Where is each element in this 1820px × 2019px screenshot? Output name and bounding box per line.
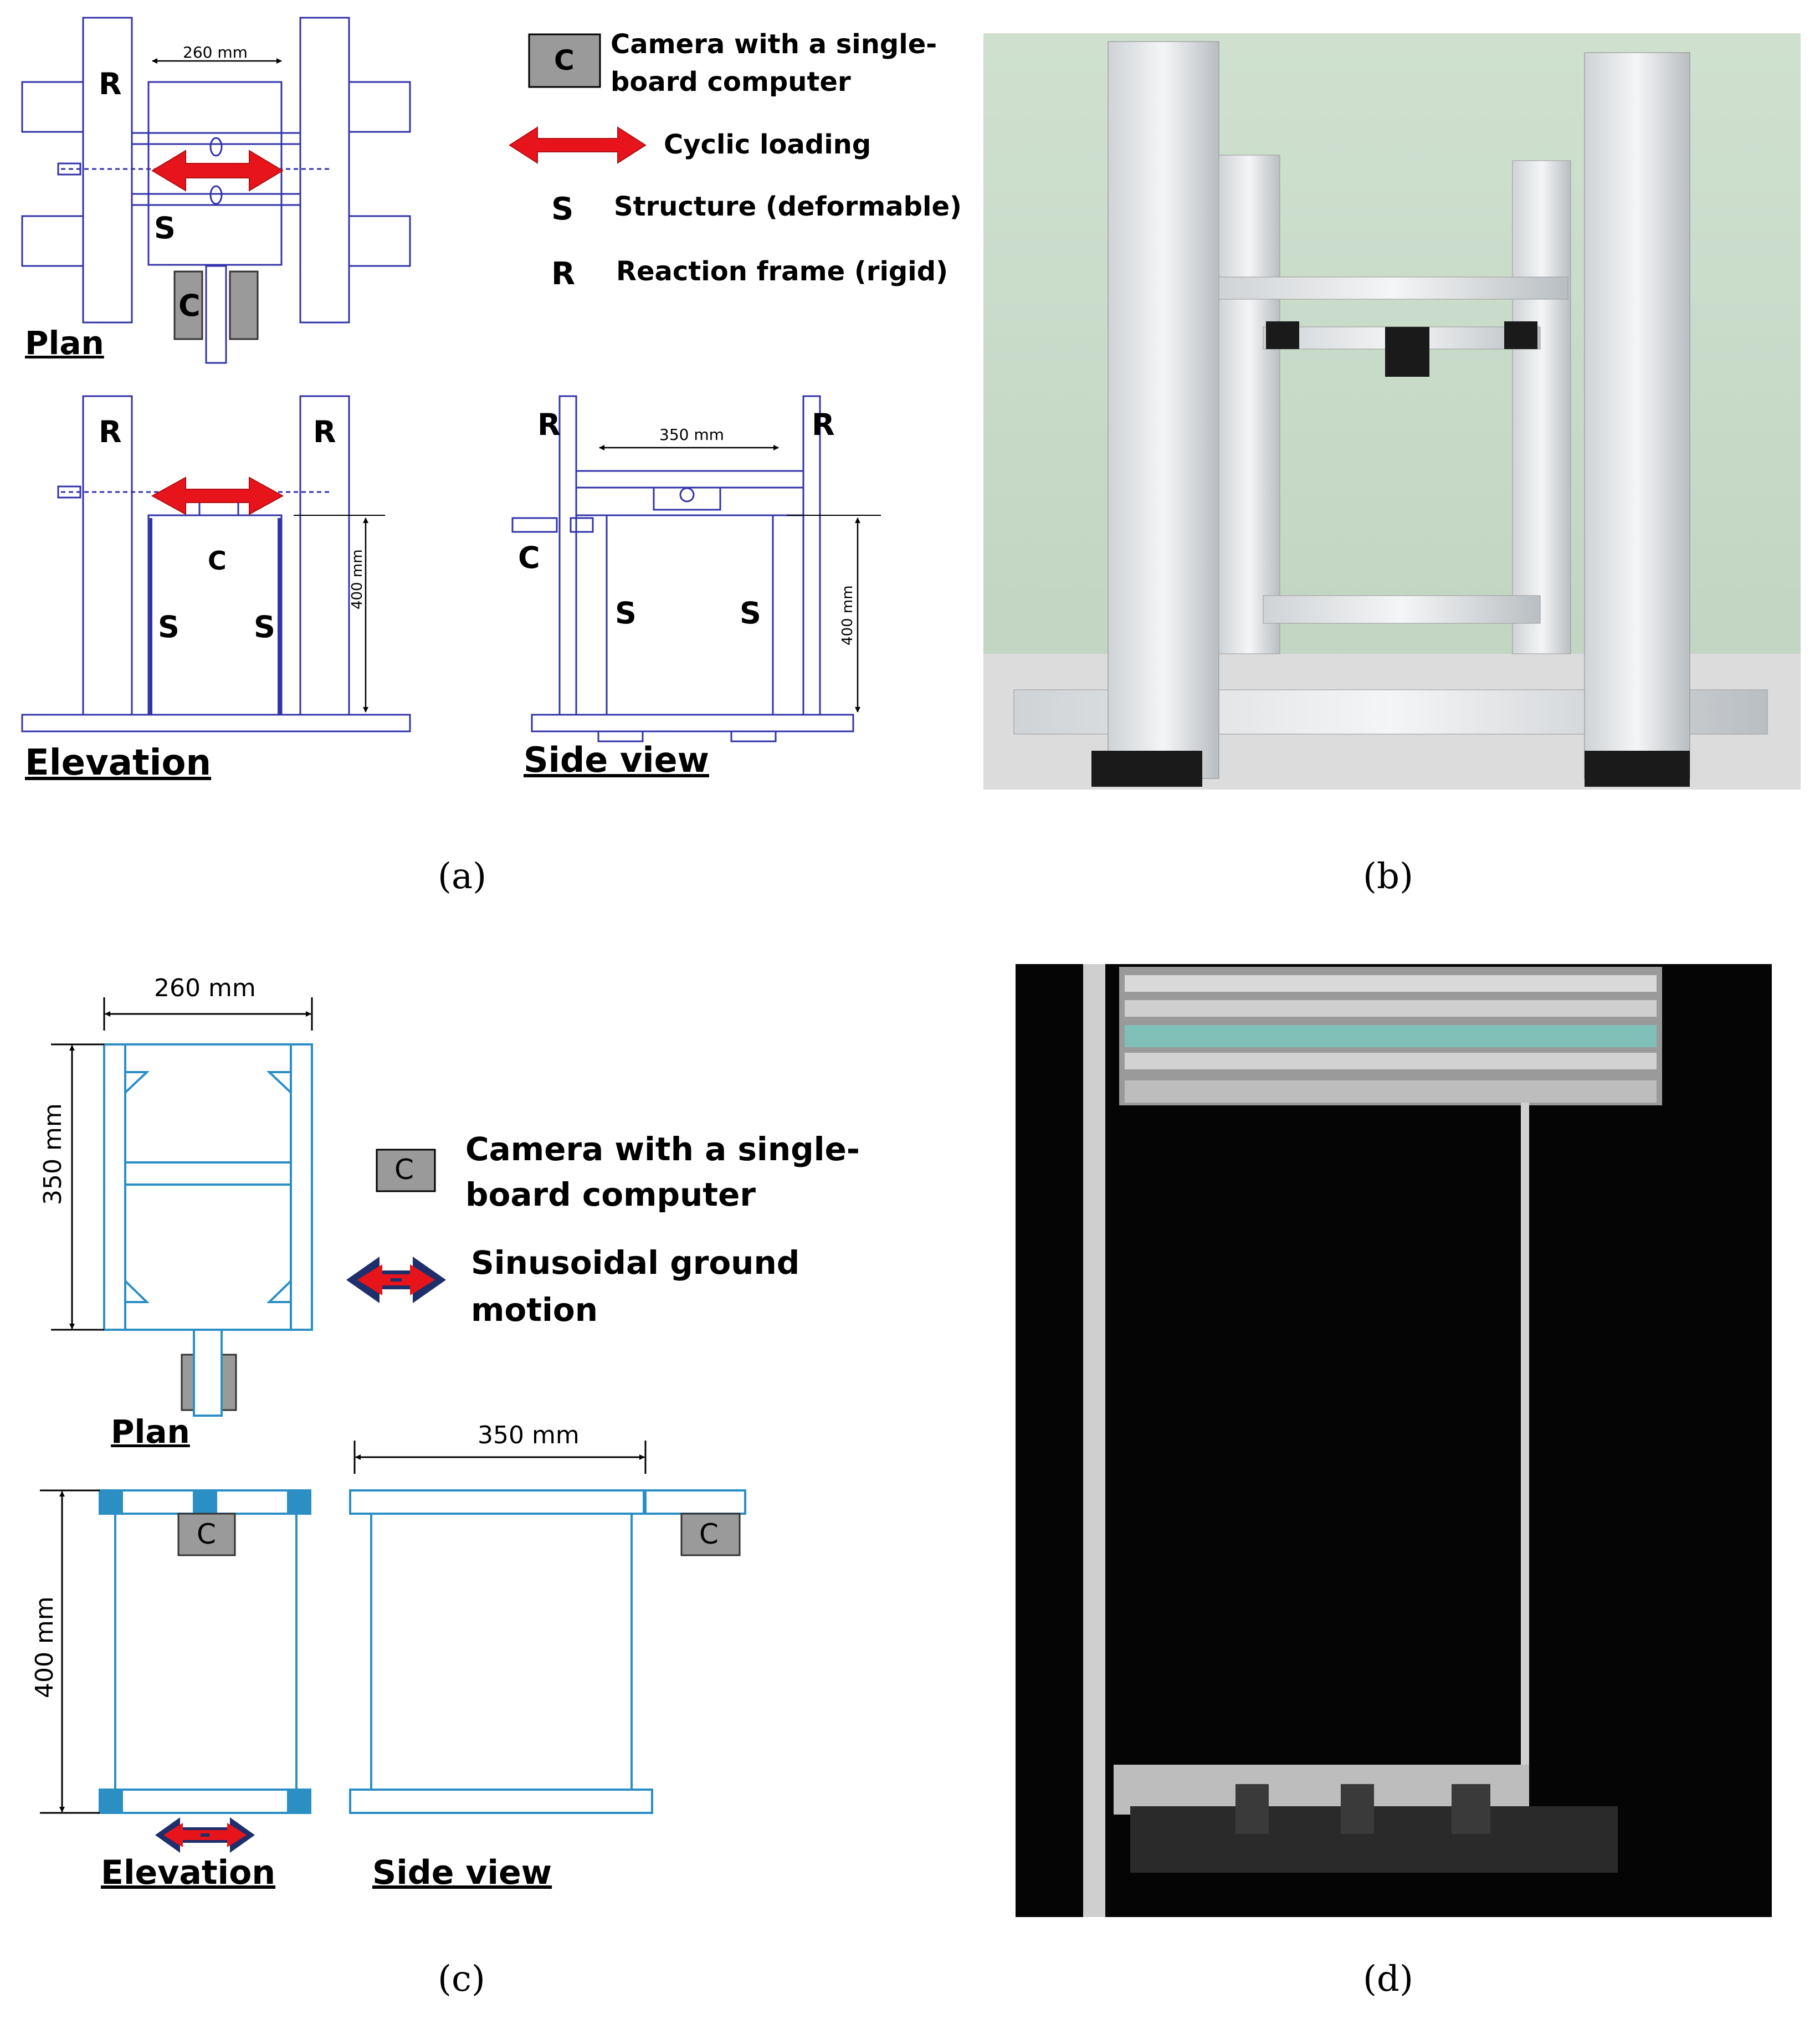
- dim-width: 260 mm: [154, 974, 256, 1002]
- cyclic-loading-arrow: [151, 150, 284, 192]
- legend-camera-box: [376, 1149, 436, 1192]
- label-s: S: [154, 211, 176, 245]
- legend-s-text: Structure (deformable): [614, 191, 962, 222]
- dim-height-side: 400 mm: [839, 585, 856, 645]
- elevation-label: Elevation: [101, 1853, 276, 1892]
- elevation-label: Elevation: [25, 742, 212, 783]
- side-view-label: Side view: [372, 1853, 552, 1892]
- legend-loading-arrow: [509, 126, 647, 164]
- label-r: R: [537, 407, 561, 442]
- dim-height-elev: 400 mm: [349, 549, 366, 609]
- legend-motion-line2: motion: [471, 1291, 598, 1329]
- legend-camera-symbol: C: [394, 1154, 414, 1186]
- plan-sketch: [21, 17, 411, 364]
- legend-camera-line1: Camera with a single-: [611, 29, 937, 60]
- panel-c: [99, 1043, 746, 1814]
- label-s: S: [740, 596, 761, 631]
- legend-loading: Cyclic loading: [664, 129, 871, 160]
- label-r: R: [99, 66, 122, 101]
- label-c: C: [178, 288, 201, 323]
- side-view-sketch: [531, 395, 854, 742]
- side-view-label: Side view: [524, 740, 709, 780]
- camera-box: [680, 1513, 741, 1556]
- panel-c-dimensions: [40, 997, 647, 1814]
- label-c: C: [699, 1518, 719, 1550]
- label-c: C: [208, 546, 227, 576]
- label-s: S: [254, 609, 275, 644]
- ground-motion-arrow: [155, 1817, 255, 1853]
- legend-camera-line1: Camera with a single-: [465, 1130, 860, 1168]
- legend-r-text: Reaction frame (rigid): [616, 256, 949, 287]
- panel-a: [21, 17, 881, 742]
- dim-width: 260 mm: [183, 43, 248, 62]
- legend-camera-box: [528, 33, 601, 88]
- caption-c: (c): [438, 1959, 485, 2000]
- dim-height: 400 mm: [30, 1596, 59, 1698]
- camera-box: [173, 270, 203, 340]
- photo-test-setup: [983, 33, 1801, 790]
- ground-motion-arrow: [346, 1257, 446, 1303]
- dim-depth: 350 mm: [39, 1103, 67, 1205]
- camera-box: [177, 1513, 236, 1556]
- label-r: R: [313, 414, 336, 449]
- cyclic-loading-arrow: [151, 476, 284, 515]
- caption-d: (d): [1363, 1959, 1413, 2000]
- caption-b: (b): [1363, 856, 1413, 897]
- legend-s-symbol: S: [551, 191, 574, 227]
- camera-box: [570, 517, 594, 533]
- legend-camera-line2: board computer: [465, 1176, 756, 1213]
- dim-span: 350 mm: [659, 426, 724, 444]
- plan-label: Plan: [111, 1413, 190, 1451]
- label-s: S: [158, 609, 180, 644]
- dim-span: 350 mm: [478, 1421, 580, 1449]
- label-r: R: [99, 414, 122, 449]
- legend-r-symbol: R: [551, 256, 576, 292]
- legend-camera-line2: board computer: [611, 66, 851, 98]
- label-r: R: [812, 407, 835, 442]
- plan-label: Plan: [25, 324, 104, 362]
- camera-box: [229, 270, 259, 340]
- caption-a: (a): [438, 856, 487, 897]
- legend-camera-symbol: C: [554, 44, 575, 76]
- photo-camera-view: [1016, 964, 1772, 1917]
- legend-motion-line1: Sinusoidal ground: [471, 1244, 800, 1282]
- label-c: C: [197, 1518, 216, 1550]
- label-c: C: [518, 540, 540, 575]
- label-s: S: [615, 596, 637, 631]
- camera-box: [511, 517, 558, 533]
